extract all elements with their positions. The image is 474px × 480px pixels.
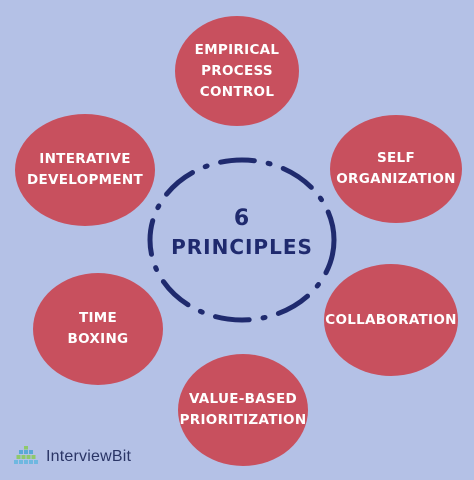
center-title: PRINCIPLES	[171, 235, 313, 259]
principle-collaboration: COLLABORATION	[324, 264, 458, 376]
logo-wordmark: InterviewBit	[46, 448, 132, 465]
center-number: 6	[233, 206, 251, 231]
interviewbit-logo: InterviewBit	[14, 445, 131, 469]
principle-time-boxing: TIME BOXING	[33, 273, 163, 385]
interviewbit-logo-icon	[14, 446, 38, 464]
principle-self-organization: SELF ORGANIZATION	[330, 115, 462, 223]
principle-interative-development: INTERATIVE DEVELOPMENT	[15, 114, 155, 226]
principle-empirical-process-control: EMPIRICAL PROCESS CONTROL	[175, 16, 299, 126]
principle-value-based-prioritization: VALUE-BASED PRIORITIZATION	[178, 354, 308, 466]
center-label: 6 PRINCIPLES	[157, 206, 327, 260]
